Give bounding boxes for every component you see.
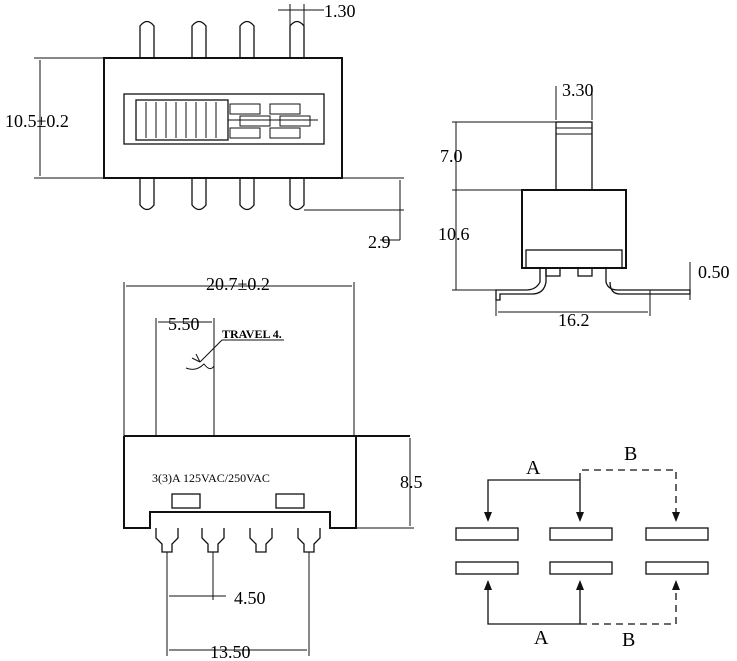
top-path-a: [487, 479, 581, 520]
top-contacts: [228, 103, 318, 139]
bottom-path-a: [487, 582, 581, 625]
schematic: A B A B: [455, 443, 709, 651]
dim-pin-offset: 2.9: [368, 232, 391, 252]
dim-outer-span: 13.50: [210, 642, 251, 661]
travel-note: TRAVEL 4.: [222, 327, 282, 341]
contact-top-1: [455, 527, 519, 541]
label-a-top: A: [526, 457, 541, 479]
bottom-pin-1: [139, 178, 155, 211]
front-body: [123, 436, 357, 529]
contact-top-3: [645, 527, 709, 541]
side-base: [525, 249, 623, 269]
contact-top-2: [549, 527, 613, 541]
front-window-left: [171, 493, 201, 509]
dim-side-actuator-height: 7.0: [440, 146, 463, 166]
side-lead-left: [495, 268, 547, 301]
side-actuator: [555, 121, 593, 191]
dim-overall-length: 20.7±0.2: [206, 274, 270, 294]
contact-bottom-2: [549, 561, 613, 575]
front-terminals: [155, 528, 321, 553]
bottom-pin-2: [191, 178, 207, 211]
side-view: 3.30 7.0 10.6 0.50 16.2: [438, 80, 730, 330]
bottom-pin-3: [239, 178, 255, 211]
front-window-right: [275, 493, 305, 509]
side-body: [521, 189, 627, 269]
contact-bottom-3: [645, 561, 709, 575]
label-b-bottom: B: [622, 629, 635, 651]
dim-side-pin-span: 16.2: [558, 310, 590, 330]
dim-top-height: 10.5±0.2: [5, 111, 69, 131]
front-view: 20.7±0.2 5.50 TRAVEL 4. 3(3)A 125VAC/250…: [123, 274, 423, 661]
dim-side-actuator-width: 3.30: [562, 80, 594, 100]
dim-actuator-width: 5.50: [168, 314, 200, 334]
contact-bottom-1: [455, 561, 519, 575]
top-slot: [123, 93, 325, 145]
side-lead-right: [605, 268, 691, 295]
dim-side-body-height: 10.6: [438, 224, 470, 244]
top-pin-3: [239, 20, 255, 58]
top-body: [103, 57, 343, 179]
top-path-b: [579, 469, 677, 520]
top-pin-4: [289, 20, 305, 58]
rating-text: 3(3)A 125VAC/250VAC: [152, 471, 270, 485]
dim-pin-thickness: 0.50: [698, 262, 730, 282]
top-actuator: [135, 99, 229, 141]
label-a-bottom: A: [534, 627, 549, 649]
dim-front-height: 8.5: [400, 472, 423, 492]
top-pin-2: [191, 20, 207, 58]
bottom-path-b: [580, 582, 677, 625]
top-pin-1: [139, 20, 155, 58]
top-view: 1.30 10.5±0.2 2.9: [5, 1, 404, 252]
bottom-pin-4: [289, 178, 305, 211]
label-b-top: B: [624, 443, 637, 465]
dim-pitch: 4.50: [234, 588, 266, 608]
actuator-ribs: [145, 102, 217, 138]
dim-pin-width: 1.30: [324, 1, 356, 21]
